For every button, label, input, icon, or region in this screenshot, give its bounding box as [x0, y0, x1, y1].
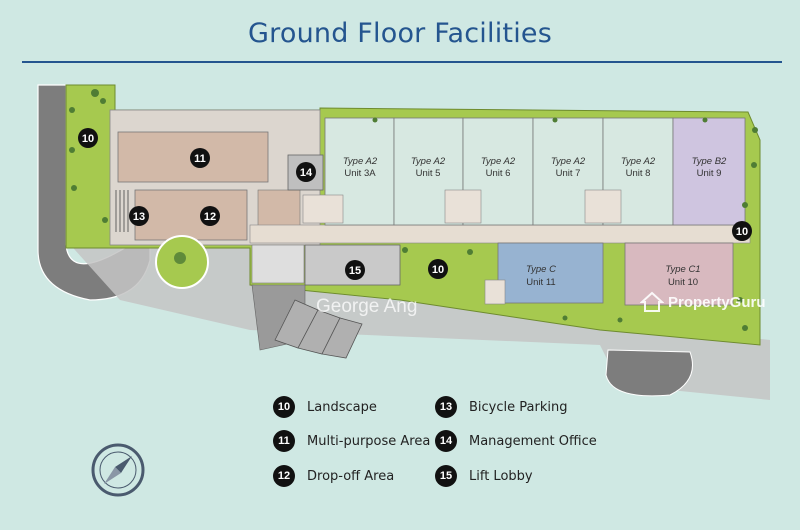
tree-icons: [69, 89, 758, 331]
unit-8-type: Type A2: [621, 156, 656, 167]
title-divider: [22, 61, 782, 63]
legend-item-multi-purpose: 11 Multi-purpose Area: [273, 430, 430, 452]
marker-landscape-west: 10: [78, 128, 98, 148]
svg-text:13: 13: [133, 211, 145, 223]
legend-number: 15: [435, 465, 457, 487]
drop-off-area: [134, 189, 248, 241]
marker-landscape-center: 10: [428, 259, 448, 279]
legend-item-drop-off: 12 Drop-off Area: [273, 465, 394, 487]
marker-bicycle-parking: 13: [129, 206, 149, 226]
plan-markers: 10 11 12 13 14 15 10 10: [78, 128, 752, 280]
unit-11-label: Unit 11: [526, 277, 555, 288]
unit-labels: Type A2 Unit 3A Type A2 Unit 5 Type A2 U…: [343, 156, 727, 288]
watermark-text: George Ang: [316, 296, 418, 317]
ramp-steps: [274, 299, 363, 359]
unit-10-type: Type C1: [665, 264, 700, 275]
unit-bays: [302, 189, 622, 305]
marker-drop-off: 12: [200, 206, 220, 226]
marker-multi-purpose: 11: [190, 148, 210, 168]
bicycle-parking-stripes: [115, 190, 129, 232]
unit-11-type: Type C: [526, 264, 556, 275]
svg-text:10: 10: [432, 264, 444, 276]
legend-label: Bicycle Parking: [469, 399, 568, 415]
marker-management-office: 14: [296, 162, 316, 182]
compass-icon: [91, 443, 145, 497]
svg-text:10: 10: [82, 133, 94, 145]
marker-landscape-east: 10: [732, 221, 752, 241]
unit-10[interactable]: [624, 242, 734, 306]
lower-road-curve: [605, 349, 693, 397]
unit-3a-label: Unit 3A: [344, 168, 376, 179]
legend-item-landscape: 10 Landscape: [273, 396, 377, 418]
brand-watermark: PropertyGuru: [640, 290, 766, 314]
surrounding-ground: [66, 240, 770, 400]
svg-text:14: 14: [300, 167, 313, 179]
legend-label: Drop-off Area: [307, 468, 395, 484]
unit-11[interactable]: [497, 242, 604, 304]
legend-number: 11: [273, 430, 295, 452]
unit-6-type: Type A2: [481, 156, 516, 167]
unit-7-label: Unit 7: [556, 168, 581, 179]
legend-label: Multi-purpose Area: [307, 433, 431, 449]
legend-number: 10: [273, 396, 295, 418]
unit-9[interactable]: [672, 117, 746, 226]
unit-5-label: Unit 5: [416, 168, 441, 179]
house-logo-icon: [640, 291, 664, 312]
tree-cluster-icon: [174, 252, 186, 264]
unit-10-label: Unit 10: [668, 277, 698, 288]
legend-item-lift-lobby: 15 Lift Lobby: [435, 465, 533, 487]
legend-number: 13: [435, 396, 457, 418]
marker-lift-lobby: 15: [345, 260, 365, 280]
legend-number: 12: [273, 465, 295, 487]
unit-5-type: Type A2: [411, 156, 446, 167]
corridor: [249, 224, 751, 244]
unit-9-label: Unit 9: [697, 168, 722, 179]
legend-label: Landscape: [307, 399, 377, 415]
svg-text:12: 12: [204, 211, 216, 223]
legend-item-management-office: 14 Management Office: [435, 430, 597, 452]
svg-text:11: 11: [194, 153, 206, 165]
svg-text:10: 10: [736, 226, 748, 238]
unit-7-type: Type A2: [551, 156, 586, 167]
legend-item-bicycle-parking: 13 Bicycle Parking: [435, 396, 567, 418]
legend-number: 14: [435, 430, 457, 452]
legend-label: Management Office: [469, 433, 597, 449]
unit-6-label: Unit 6: [486, 168, 511, 179]
page-title: Ground Floor Facilities: [248, 18, 552, 49]
unit-3a-type: Type A2: [343, 156, 378, 167]
legend-label: Lift Lobby: [469, 468, 533, 484]
unit-8-label: Unit 8: [626, 168, 651, 179]
stair-block: [251, 244, 305, 284]
unit-9-type: Type B2: [692, 156, 727, 167]
brand-name: PropertyGuru: [668, 293, 766, 311]
svg-text:15: 15: [349, 265, 361, 277]
